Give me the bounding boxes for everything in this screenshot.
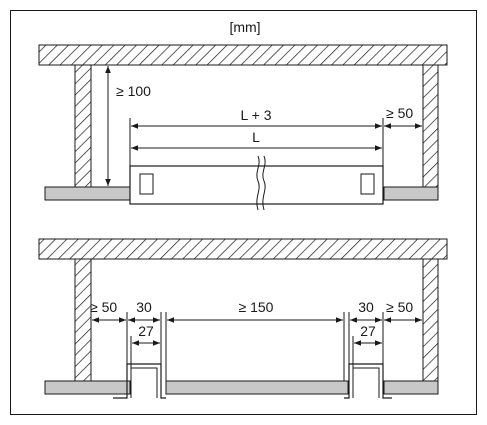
bottom-right-wall [422,258,439,382]
top-luminaire-body [129,165,384,205]
top-luminaire-end-cap-right [360,173,375,195]
top-break-line-right [262,155,266,211]
top-left-ceiling-plate [44,186,131,201]
top-dim-inner-label: L [252,129,260,145]
unit-label: [mm] [229,19,260,35]
top-break-line-left [256,155,260,211]
bottom-middle-ceiling-plate [165,380,349,395]
top-dim-height-label: ≥ 100 [116,83,151,99]
top-diagram: ≥ 100 L + 3 L ≥ 50 [38,44,448,211]
bottom-dim-right-outer-label: 30 [358,299,374,315]
top-dim-right-gap-label: ≥ 50 [386,105,413,121]
bottom-left-recess-profile [113,363,166,399]
bottom-right-recess-profile [344,363,392,399]
bottom-dim-left-inner-label: 27 [138,323,154,339]
bottom-dim-left-gap-label: ≥ 50 [90,299,117,315]
bottom-right-ceiling-plate [383,380,439,395]
top-right-ceiling-plate [383,186,439,201]
bottom-left-recess-inner [130,367,158,398]
bottom-diagram: ≥ 50 30 27 ≥ 150 30 27 ≥ 50 [38,238,448,399]
bottom-left-ceiling-plate [44,380,131,395]
bottom-right-recess-inner [352,367,380,398]
bottom-dim-middle-label: ≥ 150 [239,299,274,315]
top-left-wall [74,64,92,188]
bottom-ceiling-slab [38,238,448,260]
top-right-wall [422,64,439,188]
bottom-left-wall [74,258,92,382]
top-luminaire-end-cap-left [139,173,154,195]
top-ceiling-slab [38,44,448,66]
bottom-dim-right-inner-label: 27 [360,323,376,339]
bottom-dim-right-gap-label: ≥ 50 [386,299,413,315]
bottom-dim-left-outer-label: 30 [136,299,152,315]
top-dim-outer-label: L + 3 [240,107,271,123]
